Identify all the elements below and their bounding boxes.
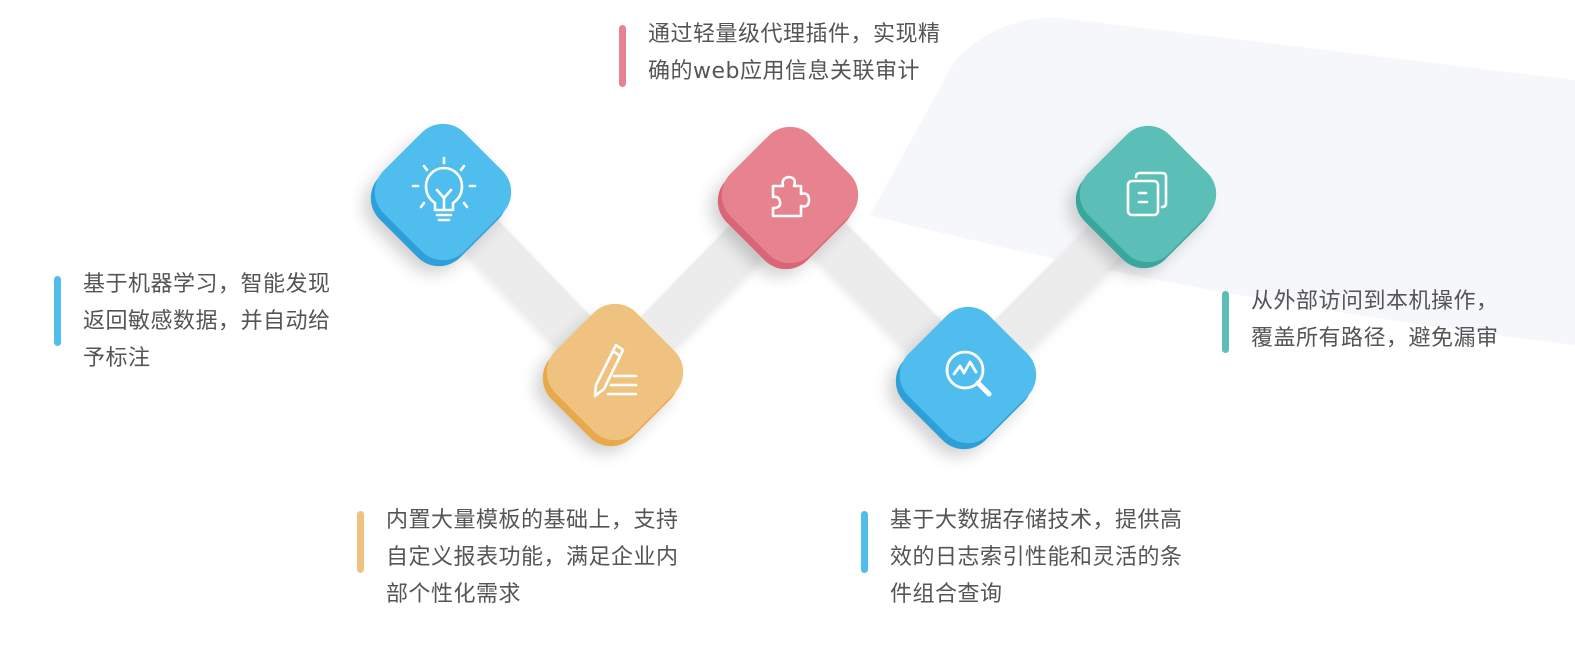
accent-bar <box>54 276 61 346</box>
description-line: 部个性化需求 <box>386 582 522 607</box>
description-line: 返回敏感数据，并自动给 <box>83 309 331 334</box>
description-custom-report: 内置大量模板的基础上，支持 自定义报表功能，满足企业内 部个性化需求 <box>357 502 679 613</box>
accent-bar <box>357 511 364 573</box>
pencil-list-icon <box>576 333 656 413</box>
description-line: 基于机器学习，智能发现 <box>83 272 331 297</box>
accent-bar <box>861 511 868 573</box>
accent-bar <box>1222 291 1229 353</box>
puzzle-icon <box>751 156 831 236</box>
description-line: 效的日志索引性能和灵活的条 <box>890 545 1183 570</box>
description-agent-plugin: 通过轻量级代理插件，实现精 确的web应用信息关联审计 <box>619 16 941 90</box>
description-line: 确的web应用信息关联审计 <box>648 59 920 84</box>
description-ml-detection: 基于机器学习，智能发现 返回敏感数据，并自动给 予标注 <box>54 266 331 377</box>
description-line: 自定义报表功能，满足企业内 <box>386 545 679 570</box>
accent-bar <box>619 25 626 87</box>
description-line: 件组合查询 <box>890 582 1003 607</box>
description-line: 基于大数据存储技术，提供高 <box>890 508 1183 533</box>
description-line: 内置大量模板的基础上，支持 <box>386 508 679 533</box>
description-line: 予标注 <box>83 346 151 371</box>
lightbulb-icon <box>404 152 484 232</box>
description-log-search: 基于大数据存储技术，提供高 效的日志索引性能和灵活的条 件组合查询 <box>861 502 1183 613</box>
documents-icon <box>1109 155 1189 235</box>
description-line: 覆盖所有路径，避免漏审 <box>1251 326 1499 351</box>
magnifier-chart-icon <box>929 336 1009 416</box>
description-line: 通过轻量级代理插件，实现精 <box>648 22 941 47</box>
description-line: 从外部访问到本机操作， <box>1251 289 1499 314</box>
description-full-path: 从外部访问到本机操作， 覆盖所有路径，避免漏审 <box>1222 283 1499 357</box>
